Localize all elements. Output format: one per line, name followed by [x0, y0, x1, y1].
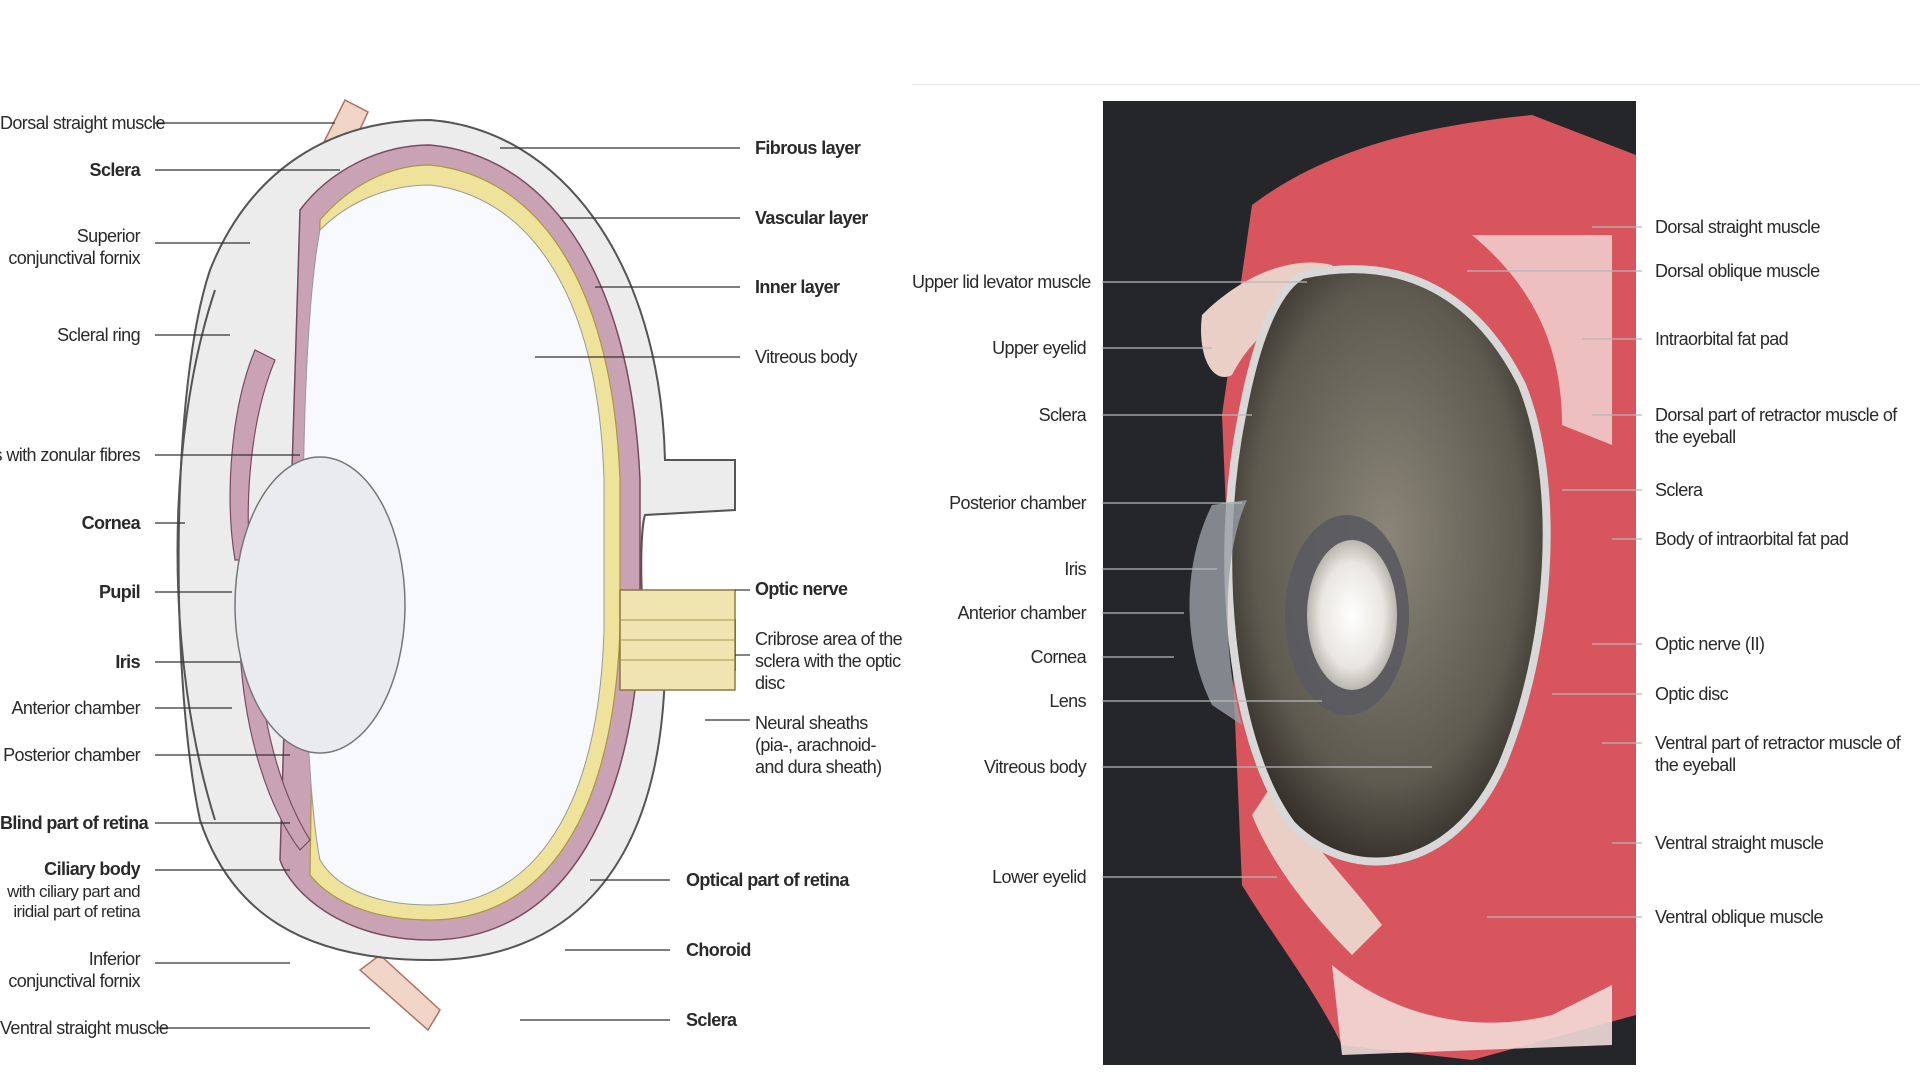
label-sclera-bottom: Sclera [686, 1010, 737, 1030]
lens-shape [234, 456, 406, 754]
photo-label-ventral-retractor: Ventral part of retractor muscle of the … [1655, 733, 1901, 775]
photo-label-cornea: Cornea [1030, 647, 1087, 667]
label-anterior-chamber: Anterior chamber [11, 698, 141, 718]
eye-schematic-diagram: Dorsal straight muscle Sclera Superior c… [0, 60, 920, 1060]
ventral-straight-muscle-shape [358, 954, 441, 1032]
photo-label-ventral-straight-muscle: Ventral straight muscle [1655, 833, 1824, 853]
photo-label-lens: Lens [1049, 691, 1086, 711]
photo-label-vitreous-body: Vitreous body [984, 757, 1087, 777]
photo-label-posterior-chamber: Posterior chamber [949, 493, 1086, 513]
fat-pad-lower [1332, 965, 1612, 1055]
label-scleral-ring: Scleral ring [57, 325, 140, 345]
eye-photo-drawing [1102, 101, 1642, 1065]
photo-label-upper-lid-levator-muscle: Upper lid levator muscle [912, 272, 1091, 292]
photo-label-body-of-intraorbital-fat-pad: Body of intraorbital fat pad [1655, 529, 1849, 549]
label-superior-conjunctival-fornix: Superior conjunctival fornix [8, 226, 140, 268]
label-ventral-straight-muscle: Ventral straight muscle [0, 1018, 169, 1038]
label-sclera: Sclera [89, 160, 141, 180]
label-cornea: Cornea [81, 513, 141, 533]
fat-pad-highlight [1472, 235, 1612, 445]
photo-label-dorsal-oblique-muscle: Dorsal oblique muscle [1655, 261, 1820, 281]
label-iris: Iris [115, 652, 140, 672]
label-vascular-layer: Vascular layer [755, 208, 868, 228]
label-blind-part-of-retina: Blind part of retina [0, 813, 149, 833]
label-ciliary-body-sub: with ciliary part and iridial part of re… [7, 882, 141, 921]
photo-label-anterior-chamber: Anterior chamber [957, 603, 1087, 623]
lens-core-photo [1307, 540, 1397, 690]
label-neural-sheaths: Neural sheaths (pia-, arachnoid- and dur… [755, 713, 882, 777]
photo-label-optic-nerve: Optic nerve (II) [1655, 634, 1765, 654]
cornea-shape [176, 289, 216, 821]
cornea-photo [1189, 500, 1247, 725]
photo-label-sclera-right: Sclera [1655, 480, 1703, 500]
label-choroid: Choroid [686, 940, 751, 960]
label-optic-nerve: Optic nerve [755, 579, 848, 599]
label-lens-with-zonular-fibres: Lens with zonular fibres [0, 445, 141, 465]
photo-label-optic-disc: Optic disc [1655, 684, 1729, 704]
photo-label-intraorbital-fat-pad: Intraorbital fat pad [1655, 329, 1789, 349]
label-dorsal-straight-muscle: Dorsal straight muscle [0, 113, 165, 133]
label-posterior-chamber: Posterior chamber [3, 745, 140, 765]
photo-label-sclera: Sclera [1038, 405, 1087, 425]
label-ciliary-body: Ciliary body [44, 859, 140, 879]
label-pupil: Pupil [99, 582, 141, 602]
eye-dissection-photo: Upper lid levator muscle Upper eyelid Sc… [912, 84, 1920, 1081]
vitreous-body-shape [302, 184, 605, 906]
label-vitreous-body: Vitreous body [755, 347, 858, 367]
photo-label-iris: Iris [1064, 559, 1086, 579]
photo-label-upper-eyelid: Upper eyelid [992, 338, 1086, 358]
eye-schematic-drawing [155, 98, 750, 1032]
label-inferior-conjunctival-fornix: Inferior conjunctival fornix [8, 949, 140, 991]
photo-label-lower-eyelid: Lower eyelid [992, 867, 1086, 887]
label-fibrous-layer: Fibrous layer [755, 138, 861, 158]
lower-eyelid-shape [1252, 785, 1382, 955]
photo-leader-lines [1102, 226, 1642, 918]
photo-label-ventral-oblique-muscle: Ventral oblique muscle [1655, 907, 1824, 927]
photo-label-dorsal-retractor: Dorsal part of retractor muscle of the e… [1655, 405, 1897, 447]
diagram-leader-lines [155, 122, 750, 1029]
label-inner-layer: Inner layer [755, 277, 840, 297]
label-optical-part-of-retina: Optical part of retina [686, 870, 849, 890]
label-cribrose-area: Cribrose area of the sclera with the opt… [755, 629, 903, 693]
photo-label-dorsal-straight-muscle: Dorsal straight muscle [1655, 217, 1820, 237]
